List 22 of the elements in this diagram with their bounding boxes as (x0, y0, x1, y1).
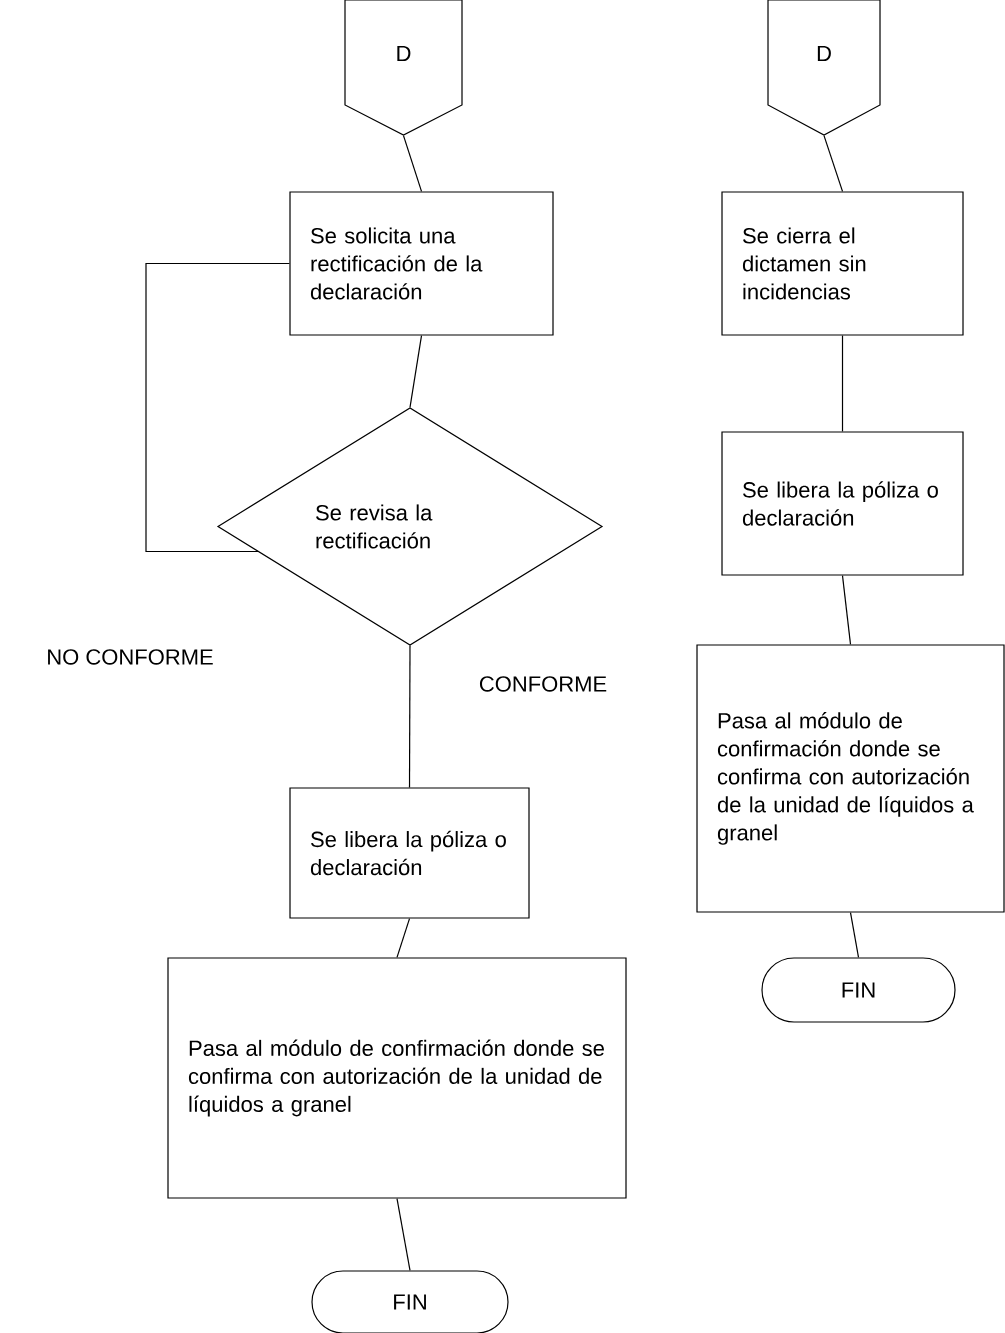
connector (823, 135, 844, 192)
connector (849, 912, 860, 958)
process-box: Se libera la póliza o declaración (289, 787, 530, 919)
process-box: Se libera la póliza o declaración (721, 431, 964, 576)
terminator: FIN (761, 957, 956, 1023)
edge-label: NO CONFORME (48, 649, 213, 665)
connector (396, 918, 411, 958)
process-box: Pasa al módulo de confirmación donde se confirma con autorización de la unidad de líquidos a granel (167, 957, 627, 1199)
process-box: Se solicita una rectificación de la declaración (289, 191, 554, 336)
edge-label: CONFORME (479, 676, 607, 692)
connector (145, 262, 290, 553)
connector (402, 135, 423, 192)
process-box: Pasa al módulo de confirmación donde se confirma con autorización de la unidad de líquidos a granel (696, 644, 1005, 913)
terminator: FIN (311, 1270, 509, 1333)
connector (409, 335, 423, 408)
connector (841, 335, 844, 432)
connector (396, 1198, 411, 1271)
off-page-connector: D (344, 0, 463, 136)
process-box: Se cierra el dictamen sin incidencias (721, 191, 964, 336)
connector (841, 575, 852, 645)
off-page-connector: D (767, 0, 881, 136)
connector (408, 645, 411, 788)
